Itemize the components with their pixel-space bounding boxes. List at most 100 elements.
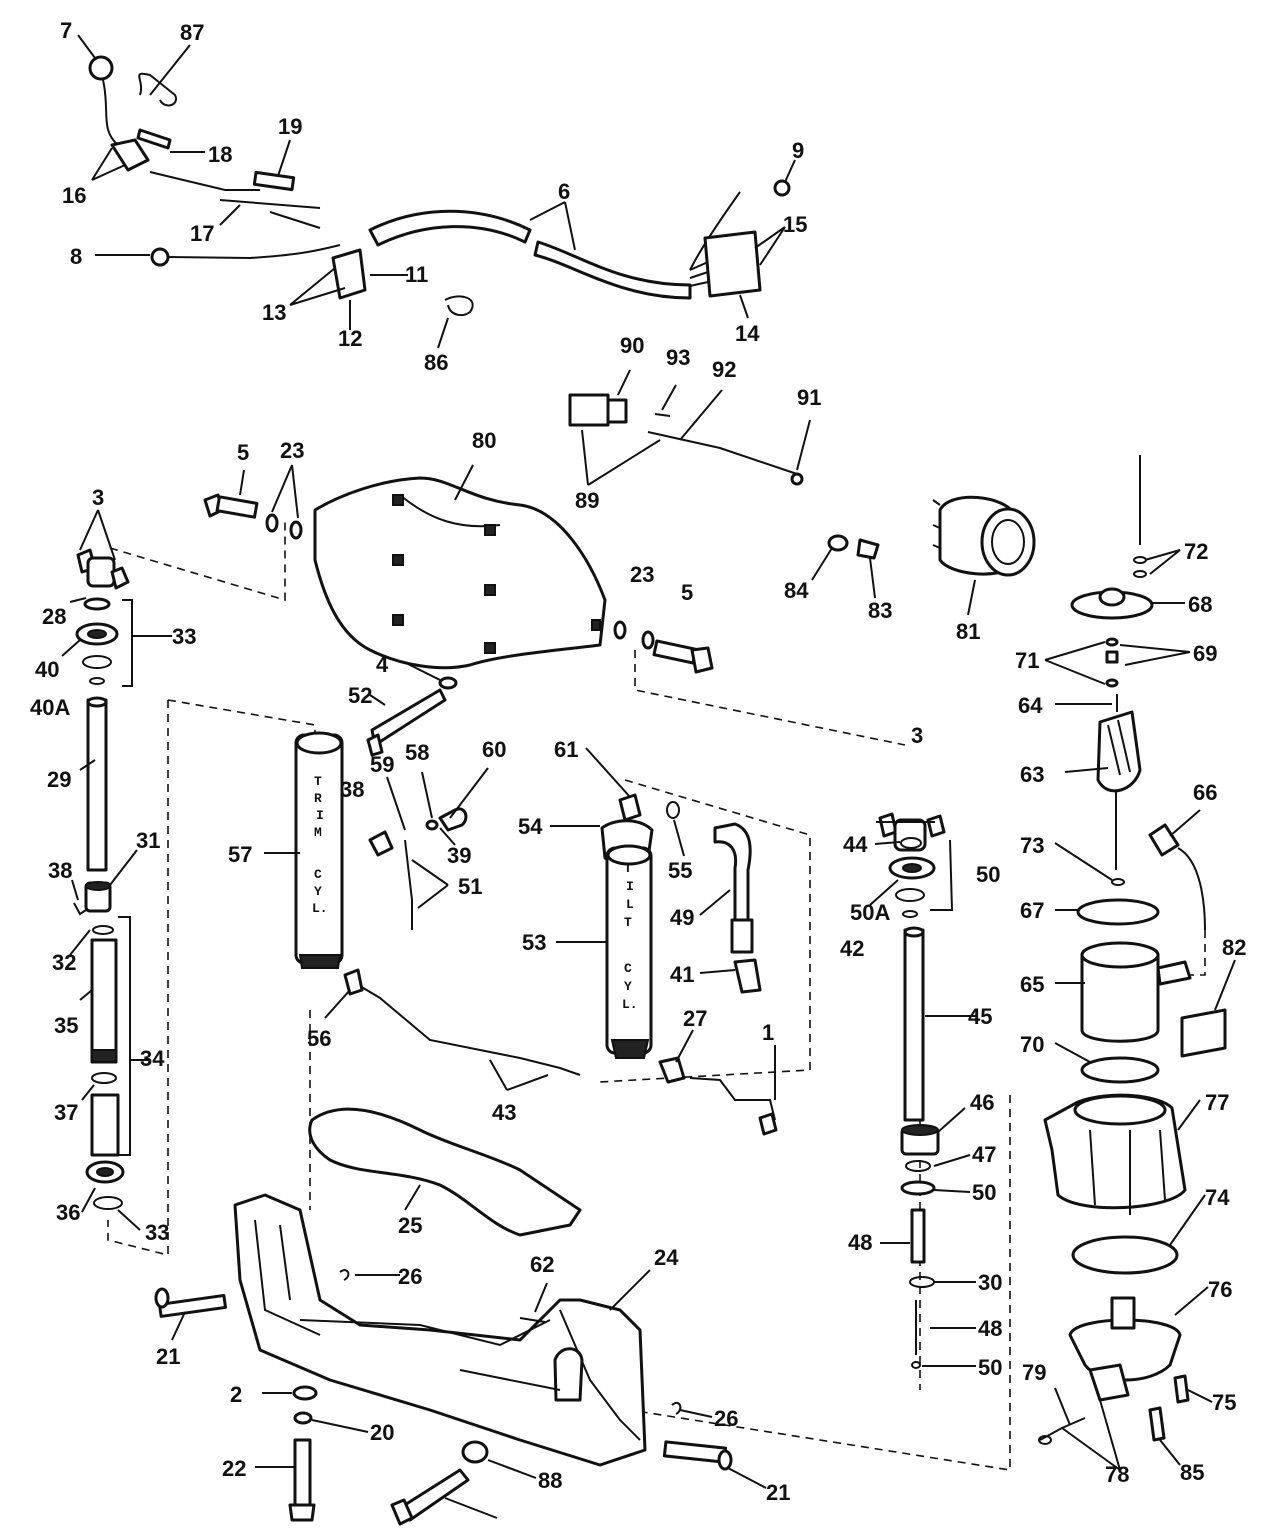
callout-71: 71 [1015, 648, 1039, 673]
connector-14 [703, 230, 762, 298]
trim-label-6: L. [312, 901, 328, 916]
callout-58: 59 [370, 752, 394, 777]
callout-33b: 33 [145, 1220, 169, 1245]
callout-47b: 48 [978, 1316, 1002, 1341]
callout-57: 51 [458, 874, 482, 899]
callout-22: 88 [538, 1468, 562, 1493]
callout-17: 17 [190, 221, 214, 246]
callout-27: 1 [762, 1020, 774, 1045]
callout-44b: 50 [972, 1180, 996, 1205]
clip-87 [138, 72, 177, 107]
tilt-label-4: C [624, 961, 632, 976]
callout-46: 47 [972, 1142, 996, 1167]
sender-body-90 [568, 393, 610, 427]
callout-6: 6 [558, 179, 570, 204]
callout-8: 8 [70, 244, 82, 269]
callout-79: 75 [1212, 1390, 1236, 1415]
pin-18 [136, 128, 172, 150]
callout-93: 93 [666, 345, 690, 370]
callout-87: 87 [180, 20, 204, 45]
callout-85: 84 [784, 578, 809, 603]
callout-44a: 50 [976, 862, 1000, 887]
callout-92: 92 [712, 357, 736, 382]
callout-23b: 23 [630, 562, 654, 587]
trim-label-1: R [314, 791, 322, 806]
trim-label-2: I [316, 808, 324, 823]
callout-74: 76 [1208, 1277, 1232, 1302]
callout-89: 89 [575, 488, 599, 513]
callout-11: 11 [405, 262, 428, 287]
clip-86 [444, 295, 474, 317]
callout-34: 34 [140, 1046, 165, 1071]
callout-25b: 26 [714, 1406, 738, 1431]
callout-63: 63 [1020, 762, 1044, 787]
ring-terminal-7 [88, 55, 114, 81]
callout-72: 72 [1184, 539, 1208, 564]
callout-67b: 70 [1020, 1032, 1044, 1057]
callout-numbers: 7 87 18 19 16 17 9 6 15 8 11 13 12 14 86… [30, 18, 1246, 1505]
callout-21: 2 [230, 1382, 242, 1407]
callout-26: 62 [530, 1252, 554, 1277]
callout-73: 73 [1020, 833, 1044, 858]
tilt-cylinder: T I L T C Y L. [600, 793, 778, 1136]
callout-83: 81 [956, 619, 980, 644]
callout-64: 64 [1018, 693, 1043, 718]
callout-14: 14 [735, 321, 760, 346]
callout-50A: 42 [840, 936, 864, 961]
callout-24a: 21 [156, 1344, 180, 1369]
callout-18: 18 [208, 142, 232, 167]
wire-end-91 [790, 472, 804, 486]
trim-label-5: Y [314, 884, 322, 899]
callout-7: 7 [60, 18, 72, 43]
callout-56: 43 [492, 1100, 516, 1125]
boot-16 [110, 138, 150, 172]
bracket-80 [313, 476, 607, 670]
callout-43: 27 [683, 1006, 707, 1031]
left-cylinder-stack [73, 548, 133, 1210]
tilt-label-1: I [626, 879, 634, 894]
bottom-fasteners [154, 1269, 733, 1526]
callout-9: 9 [792, 138, 804, 163]
callout-4: 52 [348, 683, 372, 708]
callout-51: 54 [518, 814, 543, 839]
callout-5b: 5 [681, 580, 693, 605]
tilt-label-5: Y [624, 979, 632, 994]
tilt-label-6: L. [622, 997, 638, 1012]
callout-5a: 5 [237, 440, 249, 465]
callout-35: 35 [54, 1013, 78, 1038]
tilt-label-2: L [626, 897, 634, 912]
callout-67a: 67 [1020, 898, 1044, 923]
callout-19: 19 [278, 114, 302, 139]
center-right-stack [878, 812, 954, 1369]
callout-66: 66 [1193, 780, 1217, 805]
callout-82: 82 [1222, 935, 1246, 960]
callout-80: 80 [472, 428, 496, 453]
callout-61: 60 [482, 737, 506, 762]
callout-90: 90 [620, 333, 644, 358]
callout-24b: 21 [766, 1480, 790, 1505]
sender-assembly [568, 393, 804, 486]
callout-69: 69 [1193, 641, 1217, 666]
callout-29: 29 [47, 767, 71, 792]
callout-15: 15 [783, 212, 807, 237]
callout-78: 85 [1180, 1460, 1204, 1485]
callout-48: 30 [978, 1270, 1002, 1295]
callout-33a: 33 [172, 624, 196, 649]
callout-76: 79 [1022, 1360, 1046, 1385]
callout-37: 37 [54, 1100, 78, 1125]
callout-52: 61 [554, 737, 578, 762]
callout-54: 55 [668, 858, 692, 883]
callout-81: 4 [376, 652, 389, 677]
tilt-label-3: T [624, 915, 632, 930]
callout-47a: 48 [848, 1230, 872, 1255]
callout-28: 28 [42, 604, 66, 629]
callout-3b: 3 [911, 723, 923, 748]
bolts-and-washers [203, 493, 714, 757]
callout-45: 46 [970, 1090, 994, 1115]
gauge-and-switch [827, 495, 1036, 577]
callout-13: 13 [262, 300, 286, 325]
trim-label-4: C [314, 867, 322, 882]
callout-50: 50A [850, 900, 890, 925]
